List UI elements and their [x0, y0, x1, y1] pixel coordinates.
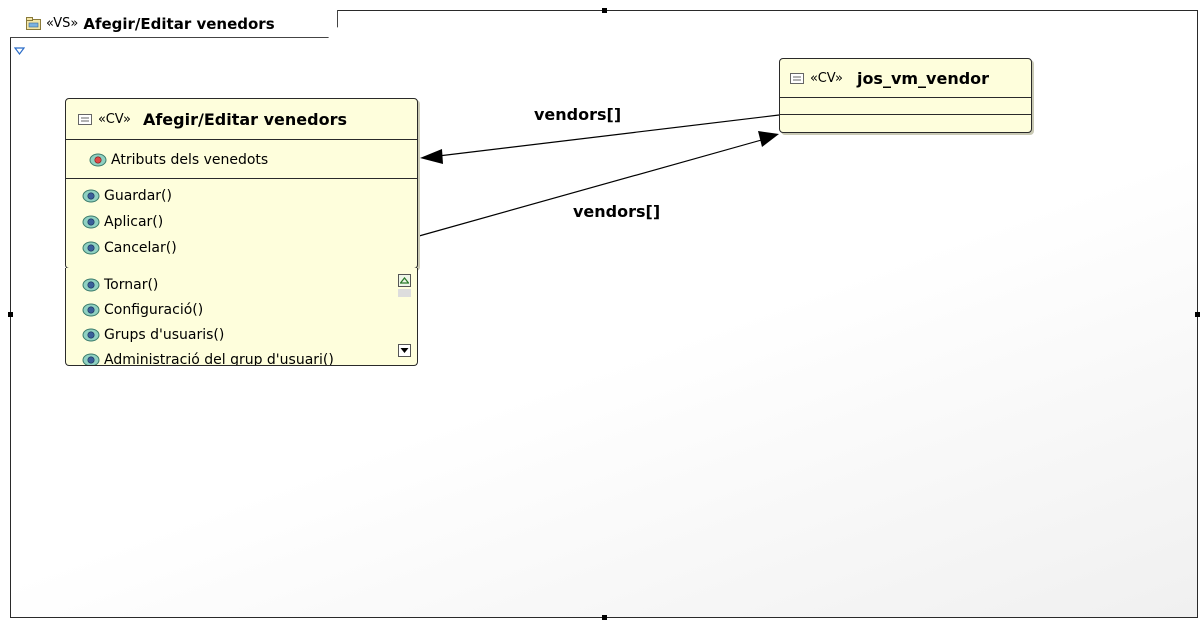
- scroll-up-button[interactable]: [398, 274, 411, 287]
- frame-handle-left[interactable]: [8, 312, 13, 317]
- arrowhead-right-icon: [758, 131, 779, 147]
- class-title: jos_vm_vendor: [856, 68, 990, 88]
- operation-label: Grups d'usuaris(): [104, 326, 225, 343]
- operation-label: Guardar(): [104, 188, 172, 204]
- operation-icon: [82, 241, 100, 255]
- frame-handle-top[interactable]: [602, 8, 607, 13]
- class-separator: [66, 178, 417, 179]
- operation-icon: [82, 189, 100, 203]
- scroll-down-button[interactable]: [398, 344, 411, 357]
- operation-item[interactable]: Configuració(): [66, 297, 334, 322]
- class-view-icon: [790, 72, 804, 84]
- attribute-icon: [89, 153, 107, 167]
- arrowhead-left-icon: [420, 149, 443, 164]
- operation-icon: [82, 278, 100, 291]
- operation-item[interactable]: Guardar(): [66, 183, 417, 209]
- view-state-icon: [26, 17, 41, 30]
- class-jos-vm-vendor[interactable]: «CV» jos_vm_vendor: [779, 58, 1032, 133]
- frame-handle-right[interactable]: [1195, 312, 1200, 317]
- operation-icon: [82, 353, 100, 365]
- operation-item[interactable]: Cancelar(): [66, 235, 417, 261]
- class-stereotype: «CV»: [810, 70, 843, 86]
- scroll-down-arrow-icon: [400, 348, 409, 353]
- operation-label: Cancelar(): [104, 240, 177, 256]
- association-label-top: vendors[]: [534, 105, 622, 124]
- operation-item[interactable]: Aplicar(): [66, 209, 417, 235]
- association-line-bottom[interactable]: [418, 138, 766, 237]
- class-header: «CV» Afegir/Editar venedors: [66, 99, 417, 139]
- class-view-icon: [78, 113, 92, 125]
- class-stereotype: «CV»: [98, 111, 131, 127]
- frame-title: Afegir/Editar venedors: [83, 14, 275, 33]
- operation-item[interactable]: Tornar(): [66, 272, 334, 297]
- class-separator: [780, 114, 1031, 115]
- frame-title-tab[interactable]: «VS» Afegir/Editar venedors: [10, 10, 338, 38]
- attribute-item[interactable]: Atributs dels venedots: [74, 147, 417, 173]
- class-separator: [780, 97, 1031, 98]
- attribute-label: Atributs dels venedots: [111, 152, 269, 168]
- class-afegir-editar-venedors[interactable]: «CV» Afegir/Editar venedors Atributs del…: [65, 98, 418, 269]
- operation-icon: [82, 328, 100, 341]
- operations-compartment: Guardar() Aplicar() Cancelar(): [66, 179, 417, 261]
- attributes-compartment: Atributs dels venedots: [66, 140, 417, 178]
- operation-label: Aplicar(): [104, 214, 164, 230]
- scroll-up-arrow-icon: [400, 277, 409, 284]
- class-separator: [66, 139, 417, 140]
- class-title: Afegir/Editar venedors: [142, 109, 347, 129]
- collapse-triangle-icon[interactable]: [14, 47, 25, 55]
- operation-label: Administració del grup d'usuari(): [104, 351, 334, 366]
- frame-handle-bottom[interactable]: [602, 615, 607, 620]
- attributes-compartment: [780, 98, 1031, 114]
- operation-label: Tornar(): [104, 276, 159, 293]
- operations-scroll-list[interactable]: Tornar() Configuració() Grups d'usuaris(…: [65, 268, 418, 366]
- operation-item[interactable]: Grups d'usuaris(): [66, 322, 334, 347]
- class-header: «CV» jos_vm_vendor: [780, 59, 1031, 97]
- operation-icon: [82, 303, 100, 316]
- frame-stereotype: «VS»: [46, 16, 79, 31]
- operation-icon: [82, 215, 100, 229]
- operation-item[interactable]: Administració del grup d'usuari(): [66, 347, 334, 366]
- association-label-bottom: vendors[]: [573, 202, 661, 221]
- operation-label: Configuració(): [104, 301, 204, 318]
- scroll-track[interactable]: [398, 289, 411, 297]
- association-line-top[interactable]: [429, 114, 780, 158]
